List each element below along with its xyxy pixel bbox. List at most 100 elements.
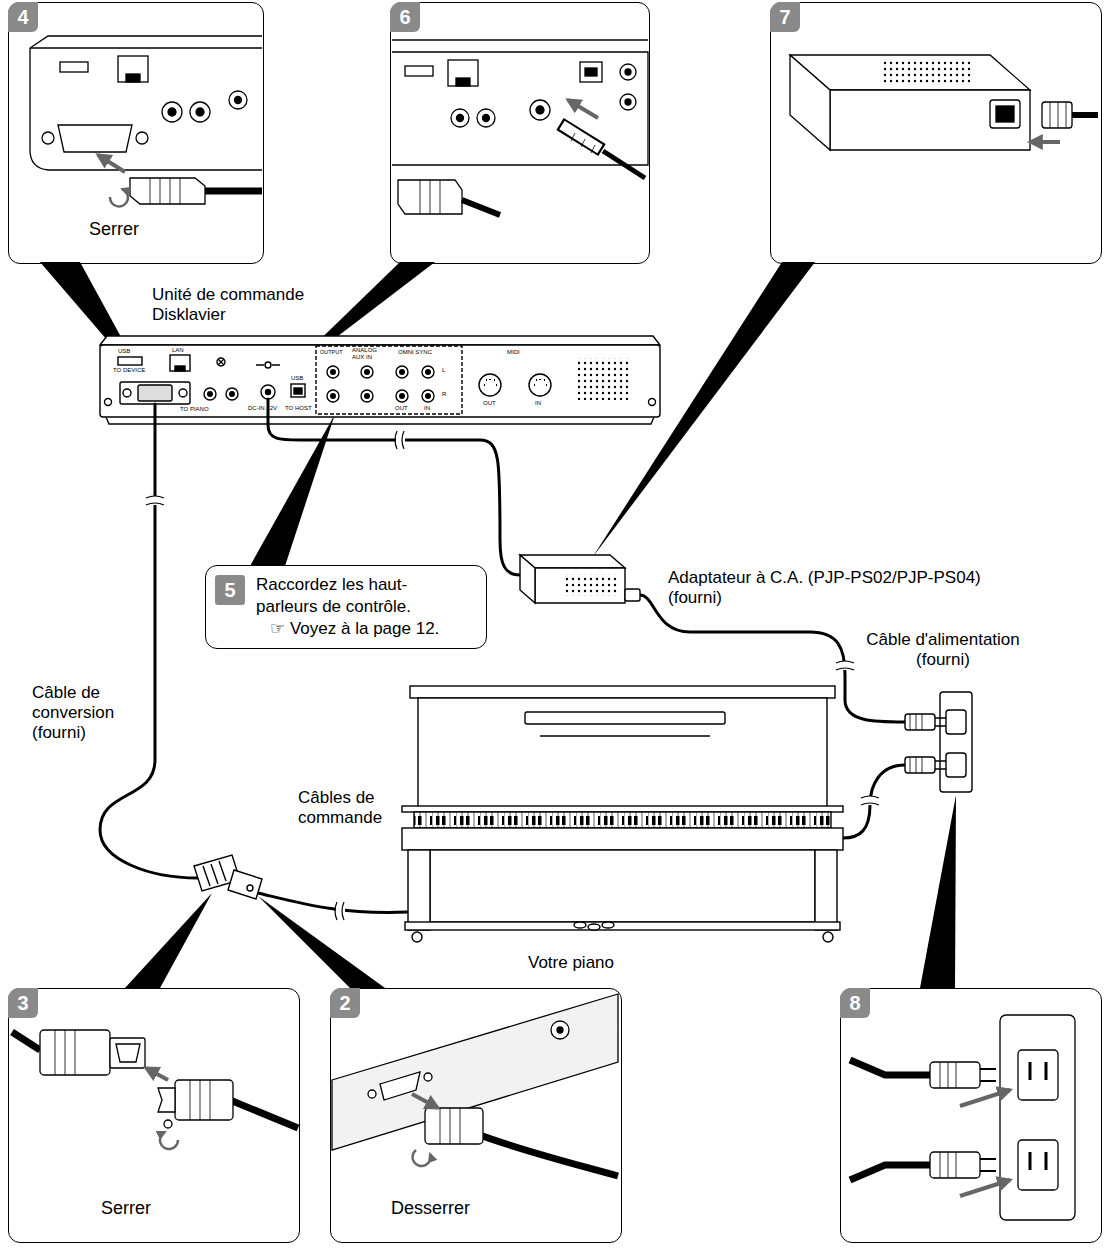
panel-illustration — [98, 155, 125, 172]
panel-illustration — [980, 1159, 996, 1171]
port-label: USB — [118, 348, 130, 355]
port-label: USB — [291, 375, 303, 382]
control-unit — [422, 366, 434, 378]
port-label: OUT — [483, 400, 496, 407]
panel-illustration — [960, 1180, 1010, 1196]
control-unit — [400, 370, 405, 375]
panel-illustration — [332, 994, 618, 1176]
control-unit — [422, 390, 434, 402]
panel-illustration — [940, 1152, 956, 1178]
part-label: Câbles de commande — [298, 788, 413, 828]
port-label: OUT — [395, 405, 408, 412]
control-unit — [294, 388, 302, 394]
panel-illustration — [164, 1120, 172, 1128]
panel-illustration — [620, 94, 636, 110]
piano — [588, 924, 600, 930]
control-unit — [208, 392, 213, 397]
step-panel: 6 — [390, 2, 650, 264]
panel-illustration — [40, 1030, 110, 1075]
cable-break — [146, 496, 164, 505]
port-label: TO PIANO — [180, 406, 209, 413]
panel-illustration — [790, 55, 1030, 90]
panel-illustration — [557, 1027, 563, 1033]
panel-illustration — [625, 69, 631, 75]
panel-illustration — [571, 133, 595, 153]
control-unit — [331, 394, 336, 399]
panel-illustration — [996, 106, 1014, 122]
port-label: OMNI SYNC — [390, 349, 440, 356]
panel-illustration — [536, 106, 544, 114]
control-unit — [396, 390, 408, 402]
control-unit — [266, 390, 271, 395]
piano — [412, 932, 422, 942]
cable-break — [147, 496, 163, 505]
panel-illustration — [205, 188, 262, 195]
port-label: IN — [424, 405, 430, 412]
piano — [410, 686, 835, 698]
control-unit — [106, 417, 654, 424]
panel-illustration — [1000, 1015, 1075, 1220]
panel-illustration — [30, 47, 262, 48]
step-panel: 2Desserrer — [330, 988, 622, 1243]
step-panel: 3Serrer — [8, 988, 300, 1243]
cable-connector — [228, 870, 262, 899]
pointer-wedge — [258, 896, 385, 988]
cable-break — [395, 431, 404, 449]
control-unit — [426, 394, 431, 399]
control-unit — [175, 366, 185, 371]
panel-illustration — [235, 97, 242, 104]
panel-illustration — [990, 100, 1020, 128]
wall-outlet — [910, 714, 922, 730]
panel-illustration — [158, 1088, 175, 1112]
piano — [815, 850, 837, 930]
panel-illustration — [1030, 1062, 1046, 1080]
callout-number: 3 — [8, 988, 38, 1018]
cable — [258, 893, 408, 912]
piano — [574, 922, 586, 928]
panel-illustration — [420, 180, 440, 214]
panel-illustration — [603, 151, 645, 178]
panel-illustration — [930, 1152, 980, 1178]
callout-number: 5 — [215, 575, 245, 605]
callout-number: 4 — [8, 2, 38, 32]
pointer-wedge — [125, 893, 212, 988]
panel-illustration — [405, 66, 433, 76]
port-label: TO DEVICE — [113, 367, 145, 374]
step-panel: 7 — [770, 2, 1102, 264]
panel-illustration — [477, 109, 495, 127]
control-unit — [479, 374, 501, 396]
piano — [823, 932, 833, 942]
wall-outlet — [935, 761, 946, 769]
control-unit — [261, 385, 275, 399]
wall-outlet — [905, 757, 935, 773]
panel-illustration — [620, 64, 636, 80]
panel-illustration — [940, 1062, 956, 1088]
control-unit — [256, 364, 280, 365]
panel-illustration — [850, 1165, 930, 1180]
port-label: DC-IN 12V — [248, 405, 277, 412]
panel-illustration — [116, 1044, 140, 1062]
control-unit — [649, 399, 656, 406]
control-unit — [331, 370, 336, 375]
panel-illustration — [136, 132, 148, 144]
ac-adapter — [520, 555, 535, 603]
panel-illustration — [368, 1090, 376, 1098]
ac-adapter — [565, 574, 617, 596]
panel-illustration — [42, 132, 54, 144]
control-unit — [170, 355, 190, 371]
panel-illustration — [440, 1108, 460, 1144]
step-panel: 4Serrer — [8, 2, 264, 264]
piano — [402, 828, 843, 850]
panel-illustration — [190, 102, 210, 122]
action-text: Serrer — [101, 1197, 151, 1219]
panel-illustration — [392, 40, 648, 215]
port-label: L — [442, 367, 445, 374]
page-reference: ☞ Voyez à la page 12. — [270, 618, 470, 640]
action-text: Serrer — [89, 218, 139, 240]
cable — [268, 399, 520, 575]
control-unit — [316, 346, 462, 414]
part-label: Adaptateur à C.A. (PJP-PS02/PJP-PS04) (f… — [668, 568, 1008, 608]
panel-illustration — [456, 78, 470, 86]
panel-illustration — [462, 200, 500, 215]
